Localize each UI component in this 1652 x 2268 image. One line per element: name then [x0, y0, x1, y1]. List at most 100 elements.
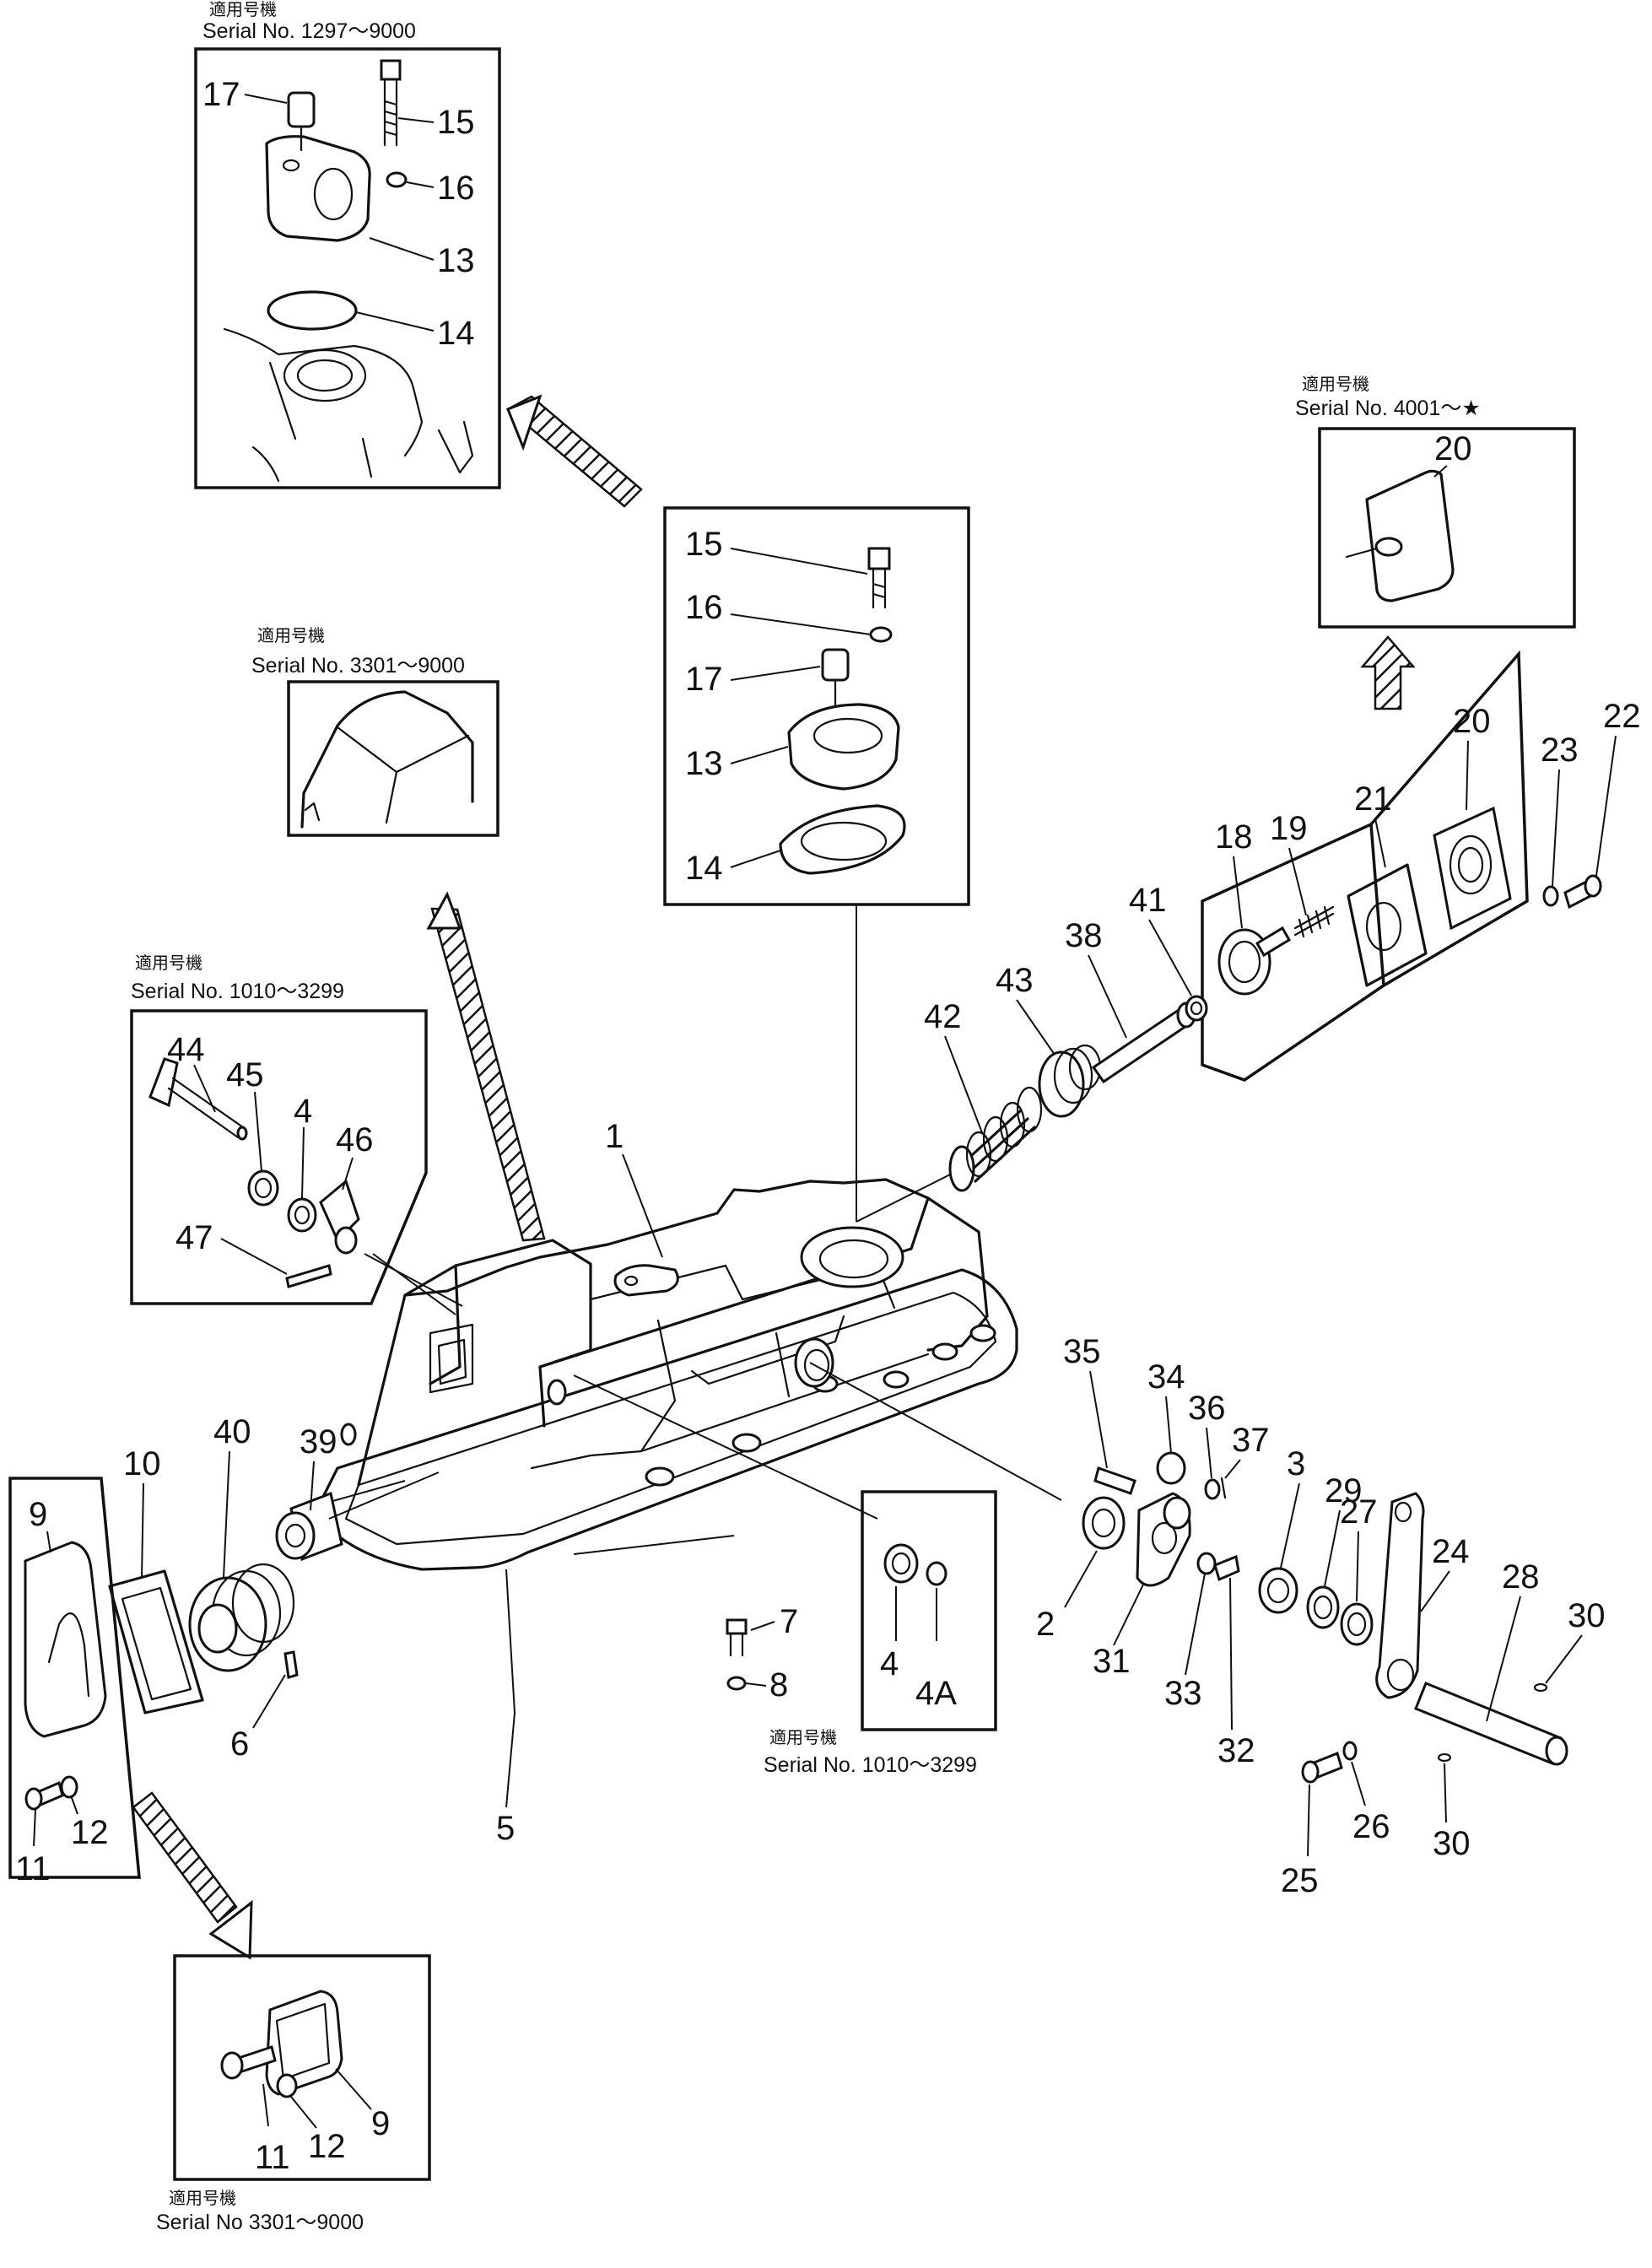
upper-right-assembly	[948, 650, 1602, 1192]
lower-right-assembly	[1082, 1451, 1568, 1784]
inset-top-left-part-1: 15	[437, 104, 475, 141]
pin-47	[285, 1264, 332, 1288]
arm-24	[1375, 1492, 1425, 1699]
inset-bottom-left-frame	[173, 1954, 431, 2181]
bolt-15	[867, 547, 891, 609]
callout-43: 40	[213, 1413, 251, 1450]
inset-bottom-left: 9 12 11 適用号機 Serial No 3301～9000	[156, 1954, 431, 2234]
inset-mid-left-upper-frame	[287, 680, 499, 837]
inset-mid-left-part-0: 44	[167, 1031, 205, 1068]
cover-outline-upper	[300, 690, 474, 829]
inset-top-center-part-2: 17	[685, 661, 723, 698]
inset-top-left-part-4: 14	[437, 315, 475, 352]
inset-top-left: 適用号機 Serial No. 1297～9000 17 15	[194, 0, 501, 489]
washer-33	[1196, 1552, 1217, 1575]
washer-26	[1342, 1741, 1358, 1761]
bearing-3	[1258, 1567, 1298, 1614]
inset-bottom-left-jp: 適用号機	[169, 2188, 236, 2208]
arrow-to-mid-left-upper	[430, 907, 546, 1242]
pin-6	[283, 1650, 299, 1679]
inset-mid-center: 4 4A 適用号機 Serial No. 1010～3299	[764, 1490, 997, 1777]
inset-mid-left-serial: Serial No. 1010～3299	[131, 980, 344, 1003]
cover-9	[24, 1541, 107, 1738]
bushing-34	[1156, 1451, 1186, 1485]
callout-23: 23	[1541, 732, 1579, 769]
shaft-28	[1414, 1682, 1568, 1766]
ring-4A	[926, 1561, 947, 1586]
oring-14-inset	[267, 290, 358, 331]
callout-22: 22	[1603, 698, 1641, 735]
bushing-2	[1082, 1496, 1126, 1550]
inset-top-right-frame	[1318, 427, 1576, 629]
callout-24: 24	[1432, 1533, 1470, 1570]
callout-42: 43	[996, 962, 1034, 999]
inset-mid-left-part-2: 4	[294, 1093, 312, 1130]
bearing-45	[247, 1169, 279, 1207]
inset-20-23-frame	[1369, 650, 1529, 987]
cover-body	[357, 1178, 989, 1487]
gasket-14	[779, 804, 906, 875]
callout-10: 10	[123, 1445, 161, 1482]
inset-bottom-left-part-1: 12	[308, 2128, 346, 2165]
leader-41	[856, 1168, 963, 1223]
piston-42	[1038, 1044, 1102, 1118]
inset-top-left-jp: 適用号機	[209, 0, 277, 19]
bushing-4	[287, 1197, 317, 1233]
callout-25: 25	[1281, 1862, 1319, 1899]
inset-top-left-part-0: 17	[202, 76, 240, 113]
plunger-18	[1217, 926, 1292, 996]
bolt-22	[1563, 874, 1602, 910]
callout-9: 9	[29, 1496, 47, 1533]
washer-36	[1204, 1478, 1221, 1500]
inset-top-right-jp: 適用号機	[1302, 374, 1369, 394]
plate-46	[319, 1179, 360, 1255]
inset-top-left-part-3: 13	[437, 242, 475, 279]
housing-13-inset	[265, 135, 371, 242]
inset-top-left-frame	[194, 47, 501, 489]
callout-5: 5	[496, 1810, 515, 1847]
cover-20-inset	[1365, 469, 1455, 602]
bolt-7	[726, 1618, 748, 1657]
callout-41: 42	[924, 998, 962, 1035]
inset-mid-center-part-1: 4A	[915, 1675, 957, 1712]
callout-31: 31	[1093, 1643, 1131, 1680]
valve-17	[821, 648, 850, 709]
inset-top-center-part-1: 16	[685, 589, 723, 626]
inset-mid-left-jp: 適用号機	[135, 953, 202, 973]
inset-mid-center-frame	[861, 1490, 997, 1731]
callout-8: 8	[769, 1666, 788, 1704]
callout-21: 21	[1354, 780, 1392, 818]
pin-37	[1220, 1477, 1227, 1499]
inset-top-center-frame	[663, 506, 970, 906]
leader-8	[573, 1535, 735, 1555]
arrow-to-top-left	[505, 395, 643, 508]
callout-6: 6	[230, 1725, 249, 1763]
callout-2: 2	[1036, 1606, 1055, 1643]
callout-29: 29	[1325, 1472, 1363, 1509]
callout-37: 37	[1232, 1422, 1270, 1459]
bolt-15-inset	[380, 59, 402, 147]
pin-30b	[1437, 1752, 1452, 1763]
callout-28: 28	[1502, 1558, 1540, 1596]
inset-9-frame	[8, 1477, 141, 1879]
base-plate-5	[319, 1268, 1018, 1571]
cover-20	[1433, 806, 1512, 931]
inset-mid-left-upper-jp: 適用号機	[257, 625, 325, 645]
callout-30a: 30	[1568, 1597, 1606, 1634]
washer-12	[60, 1775, 78, 1799]
bolt-11-bottom	[220, 2045, 277, 2080]
inset-bottom-left-part-0: 9	[371, 2105, 390, 2142]
inset-top-center-part-0: 15	[685, 526, 723, 563]
callout-35: 35	[1063, 1333, 1101, 1370]
callout-20: 20	[1453, 703, 1491, 740]
spring-19	[1293, 905, 1335, 938]
gasket-21	[1347, 863, 1428, 987]
housing-13	[787, 703, 900, 791]
pin-30a	[1533, 1682, 1548, 1693]
callout-39: 39	[300, 1423, 337, 1461]
inset-mid-left-part-3: 46	[336, 1121, 374, 1158]
valve-17-inset	[287, 91, 316, 152]
block-outline-inset	[223, 327, 424, 457]
inset-top-center: 15 16 17 13 14	[663, 506, 970, 1222]
